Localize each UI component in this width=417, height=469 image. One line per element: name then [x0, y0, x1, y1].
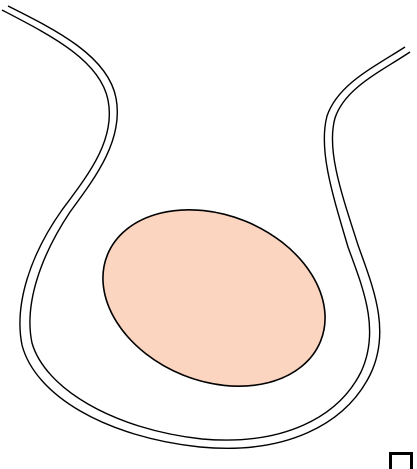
nucleus-ellipse [76, 178, 351, 418]
resize-handle-icon[interactable] [389, 452, 413, 469]
